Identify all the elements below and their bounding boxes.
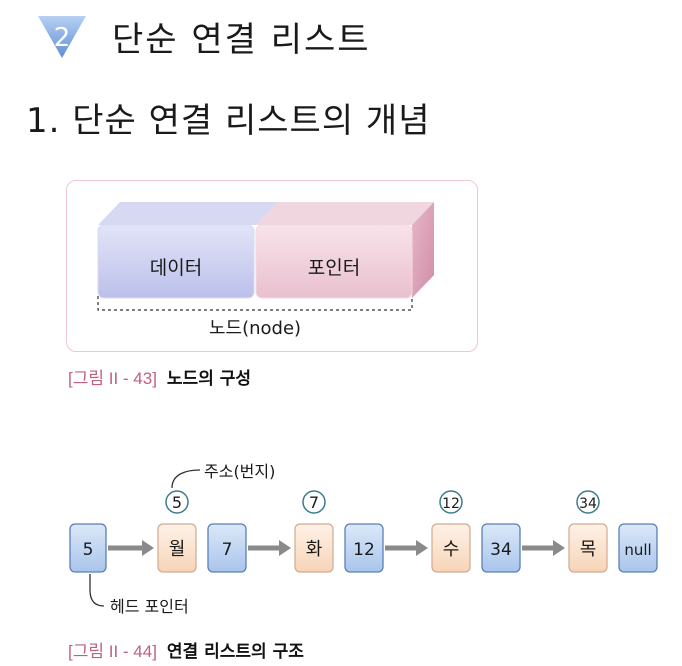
node-data-cell — [157, 523, 197, 573]
node-data-value: 수 — [443, 539, 460, 560]
list-figure-caption-text: 연결 리스트의 구조 — [166, 642, 304, 662]
node-pointer-cell — [344, 523, 384, 573]
data-block-label: 데이터 — [150, 257, 202, 279]
node-pointer-value: null — [624, 541, 651, 559]
link-arrow-head-icon — [142, 540, 154, 556]
node-data-cell — [294, 523, 334, 573]
link-arrow-head-icon — [416, 540, 428, 556]
node-data-value: 목 — [580, 539, 597, 560]
node-address-circle — [576, 490, 600, 514]
pointer-block-top — [256, 202, 434, 225]
pointer-block-side — [412, 202, 434, 298]
list-nodes: 5 월 7 7 화 12 12 수 34 34 목 null — [108, 490, 658, 573]
address-callout-label: 주소(번지) — [204, 462, 275, 481]
link-arrow-head-icon — [553, 540, 565, 556]
head-pointer-value: 5 — [83, 540, 94, 560]
node-address-circle — [302, 490, 326, 514]
node-pointer-cell — [481, 523, 521, 573]
node-pointer-cell — [618, 523, 658, 573]
triangle-marker-icon — [38, 16, 86, 58]
node-figure-caption-text: 노드의 구성 — [166, 369, 252, 389]
node-structure-figure: 데이터 포인터 노드(node) — [97, 202, 434, 339]
node-brace-label: 노드(node) — [209, 318, 301, 339]
pointer-block — [255, 224, 413, 299]
node-pointer-value: 12 — [353, 540, 375, 560]
node-data-cell — [568, 523, 608, 573]
head-callout-line — [89, 574, 105, 607]
data-block-top — [98, 202, 278, 225]
node-address-circle — [439, 490, 463, 514]
link-arrow-head-icon — [279, 540, 291, 556]
section-number: 2 — [54, 23, 71, 53]
list-figure-caption-label: [그림 II - 44] — [68, 642, 157, 661]
node-figure-caption-label: [그림 II - 43] — [68, 369, 157, 388]
node-data-value: 화 — [306, 539, 323, 560]
head-callout-label: 헤드 포인터 — [110, 597, 189, 616]
linked-list-figure: 주소(번지) 5 헤드 포인터 5 월 7 7 화 12 12 수 34 34 목 null — [69, 462, 658, 616]
node-address: 12 — [442, 496, 460, 512]
section-title: 단순 연결 리스트 — [112, 20, 371, 60]
node-data-cell — [431, 523, 471, 573]
node-pointer-value: 7 — [222, 540, 233, 560]
node-address: 34 — [579, 496, 597, 512]
node-brace — [97, 296, 413, 311]
pointer-block-label: 포인터 — [308, 257, 360, 279]
address-callout-line — [171, 469, 201, 489]
head-pointer-cell — [69, 523, 107, 573]
node-data-value: 월 — [169, 539, 186, 560]
node-figure-caption: [그림 II - 43] 노드의 구성 — [68, 364, 251, 389]
node-pointer-value: 34 — [490, 540, 512, 560]
node-pointer-cell — [207, 523, 247, 573]
section-number-badge: 2 — [38, 16, 86, 58]
node-address: 7 — [309, 493, 319, 512]
subsection-title: 1. 단순 연결 리스트의 개념 — [26, 101, 431, 141]
data-block — [97, 224, 255, 299]
node-address: 5 — [172, 493, 182, 512]
list-figure-caption: [그림 II - 44] 연결 리스트의 구조 — [68, 637, 304, 662]
node-address-circle — [165, 490, 189, 514]
